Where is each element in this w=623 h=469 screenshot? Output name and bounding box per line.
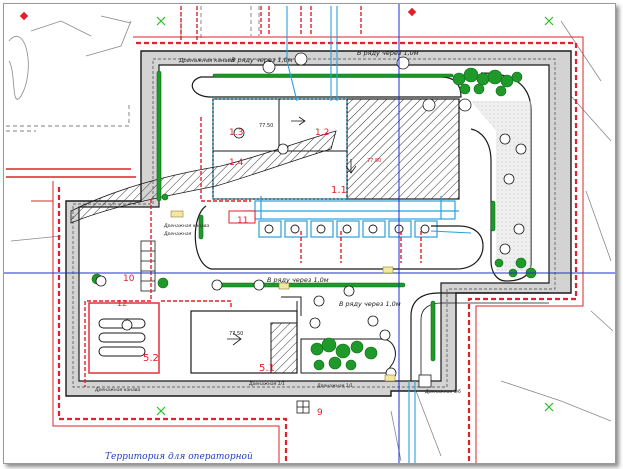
building-1-1[interactable] [346, 98, 460, 200]
note-ditch-bottom-3: Дренажная 1/1 [316, 383, 353, 389]
site-plan-drawing[interactable]: Дренажная канава В ряду через 1,0м В ряд… [4, 4, 615, 463]
label-5-2: 5.2 [143, 353, 159, 364]
road-mid [211, 225, 484, 270]
note-spacing-top-left: В ряду через 1,0м [231, 56, 293, 64]
elev-2: 77.80 [367, 158, 381, 164]
context-lines [8, 15, 614, 462]
note-ditch-top: Дренажная канава [178, 58, 235, 64]
road-top [191, 76, 462, 98]
label-10: 10 [123, 274, 135, 284]
note-ditch-left-2: Дренажная [163, 231, 192, 237]
red-piping [84, 6, 422, 387]
label-12: 12 [117, 299, 127, 308]
ovals-5-2 [98, 318, 146, 357]
tank-row [243, 196, 459, 238]
note-ditch-bottom-2: Дренажная 1/1 [248, 381, 285, 387]
label-1-4: 1.4 [229, 158, 244, 168]
property-boundary [6, 36, 584, 463]
label-tags [170, 210, 396, 382]
slope-arrows [227, 116, 357, 346]
ramp-hatched [70, 130, 337, 224]
label-1-1: 1.1 [331, 185, 347, 196]
note-spacing-top-right: В ряду через 1,0м [357, 49, 419, 57]
note-ditch-bottom-1: Дренажная канава [94, 387, 141, 393]
tree-symbols [95, 52, 527, 379]
note-spacing-mid: В ряду через 1,0м [267, 276, 329, 284]
label-5-1: 5.1 [259, 363, 275, 374]
label-1-3: 1.3 [229, 128, 243, 138]
label-9: 9 [317, 408, 323, 418]
note-ditch-right: Дренажная 1/6 [424, 389, 461, 395]
territory-caption: Территория для операторной [105, 452, 253, 462]
top-markers [19, 7, 417, 21]
paving-edge [72, 58, 556, 388]
plan-annotations: Дренажная канава В ряду через 1,0м В ряд… [94, 49, 461, 462]
tank-circles [264, 224, 430, 234]
survey-markers [156, 16, 554, 416]
blue-utilities [286, 6, 472, 463]
note-spacing-bottom: В ряду через 1,0м [339, 300, 401, 308]
drawing-window: Дренажная канава В ряду через 1,0м В ряд… [3, 3, 616, 464]
elev-3: 77.50 [229, 331, 243, 337]
road-right [470, 72, 532, 282]
label-1-2: 1.2 [315, 128, 329, 138]
label-11: 11 [237, 216, 248, 226]
note-ditch-left-1: Дренажная канава [163, 223, 210, 229]
axis-lines [4, 4, 615, 463]
building-11 [228, 210, 256, 224]
road-bottom-right [410, 292, 549, 381]
context-dashes [6, 6, 260, 132]
elev-1: 77.50 [259, 123, 273, 129]
